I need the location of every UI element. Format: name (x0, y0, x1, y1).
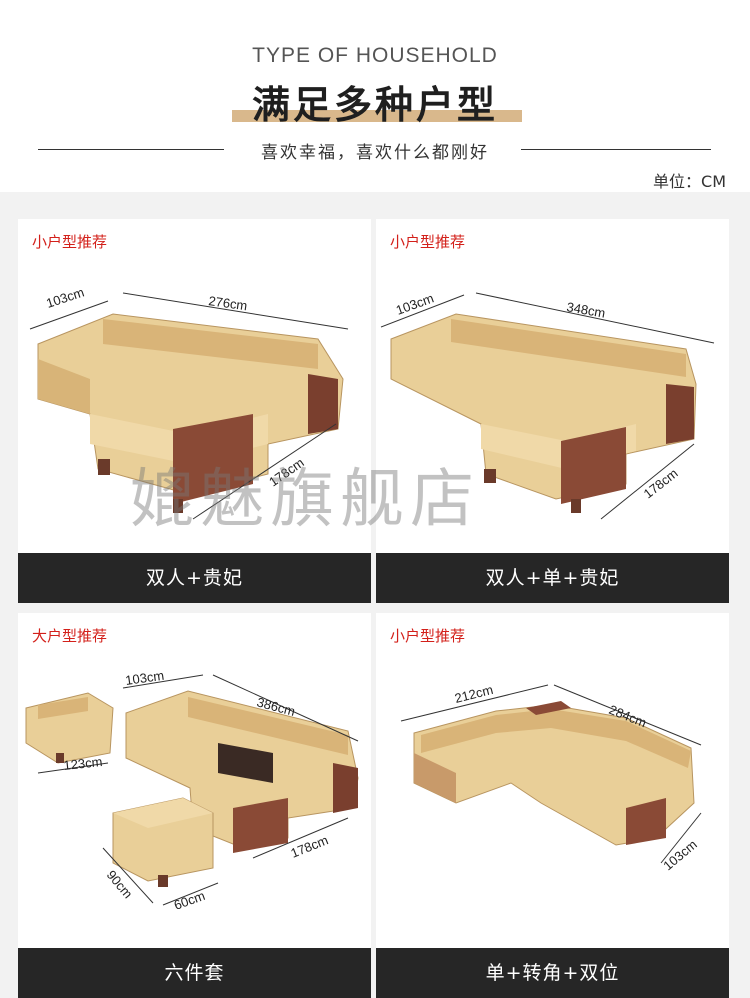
product-card-4[interactable]: 小户型推荐 212cm 284cm 103cm 单+转角+双位 (376, 613, 729, 998)
sofa-image-2 (390, 313, 697, 513)
ottoman-image (112, 797, 214, 887)
header: TYPE OF HOUSEHOLD 满足多种户型 喜欢幸福，喜欢什么都刚好 单位… (0, 0, 750, 192)
dim-depth: 103cm (660, 837, 700, 874)
dim-chaise: 178cm (289, 832, 331, 861)
page-title: 满足多种户型 (251, 83, 498, 127)
english-title: TYPE OF HOUSEHOLD (252, 44, 498, 67)
card-tag: 小户型推荐 (390, 233, 466, 251)
card-tag: 小户型推荐 (32, 233, 108, 251)
card-label: 六件套 (18, 948, 371, 998)
dim-depth: 103cm (124, 668, 165, 688)
dim-armchair: 123cm (63, 754, 103, 773)
sofa-illustration-3: 103cm 386cm 123cm 178cm 90cm 60cm (25, 668, 359, 913)
card-tag: 小户型推荐 (390, 627, 466, 645)
dim-left-width: 212cm (453, 682, 495, 706)
sofa-image-4 (413, 701, 695, 846)
card-label: 单+转角+双位 (376, 948, 729, 998)
dim-ottoman-width: 60cm (172, 888, 207, 913)
sofa-image-3 (125, 690, 359, 853)
product-card-3[interactable]: 大户型推荐 103cm 386cm 123cm 178cm 90cm 6 (18, 613, 371, 998)
dim-chaise: 178cm (266, 455, 307, 490)
sofa-image-1 (37, 313, 344, 513)
dim-width: 348cm (565, 299, 606, 321)
title-wrap: 满足多种户型 (0, 74, 750, 129)
divider-right (521, 149, 711, 150)
card-tag: 大户型推荐 (32, 627, 108, 645)
card-label: 双人+单+贵妃 (376, 553, 729, 603)
armchair-image (25, 692, 114, 764)
product-card-2[interactable]: 小户型推荐 103cm 348cm 178cm 双人+单+贵妃 (376, 219, 729, 603)
sofa-illustration-2: 103cm 348cm 178cm (380, 290, 715, 520)
title-accent-bar (232, 110, 522, 122)
card-label: 双人+贵妃 (18, 553, 371, 603)
product-card-1[interactable]: 小户型推荐 103cm 276cm 178cm 双人+贵妃 (18, 219, 371, 603)
dim-depth: 103cm (44, 285, 86, 311)
sofa-illustration-1: 103cm 276cm 178cm (29, 285, 349, 520)
dim-width: 276cm (208, 293, 249, 313)
sofa-illustration-4: 212cm 284cm 103cm (400, 682, 702, 874)
subtitle: 喜欢幸福，喜欢什么都刚好 (261, 143, 489, 163)
divider-left (38, 149, 224, 150)
unit-label: 单位：CM (653, 172, 726, 191)
